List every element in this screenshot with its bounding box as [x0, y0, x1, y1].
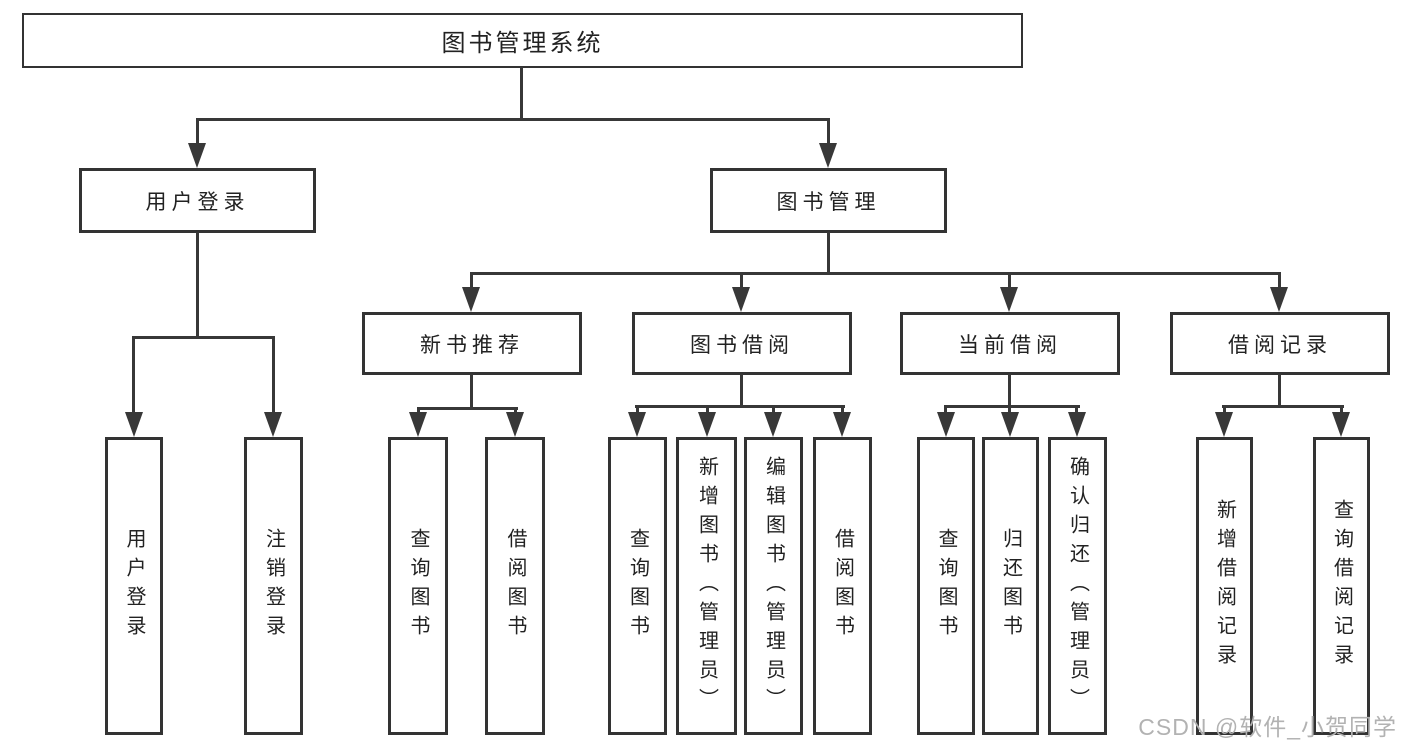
connector-drop-confirm-return — [1075, 405, 1078, 414]
leaf-return-books: 归还图书 — [982, 437, 1039, 735]
arrowhead-leaf-logout — [264, 412, 282, 437]
arrowhead-new-book — [462, 287, 480, 312]
connector-drop-add-record — [1223, 405, 1226, 414]
leaf-user-login: 用户登录 — [105, 437, 163, 735]
connector-drop-add-books — [706, 405, 709, 414]
connector-borrow-records-stem — [1278, 374, 1281, 405]
connector-drop-borrow-books-1 — [514, 407, 517, 415]
connector-drop-user-login — [196, 118, 199, 145]
arrowhead-user-login — [188, 143, 206, 168]
leaf-query-books-recommend: 查询图书 — [388, 437, 448, 735]
leaf-query-books-recommend-label: 查询图书 — [407, 528, 429, 644]
arrowhead-borrow-books-1 — [506, 412, 524, 437]
arrowhead-query-record — [1332, 412, 1350, 437]
leaf-borrow-books-borrowing: 借阅图书 — [813, 437, 872, 735]
node-new-book-recommendation: 新书推荐 — [362, 312, 582, 375]
arrowhead-leaf-user-login — [125, 412, 143, 437]
leaf-edit-books-admin: 编辑图书（管理员） — [744, 437, 803, 735]
connector-drop-book-borrowing — [740, 272, 743, 289]
node-book-borrowing: 图书借阅 — [632, 312, 852, 375]
connector-drop-book-management — [827, 118, 830, 145]
leaf-query-books-borrowing-label: 查询图书 — [626, 528, 649, 644]
connector-drop-new-book — [470, 272, 473, 289]
leaf-borrow-books-recommend-label: 借阅图书 — [504, 528, 526, 644]
arrowhead-return-books — [1001, 412, 1019, 437]
leaf-borrow-books-recommend: 借阅图书 — [485, 437, 545, 735]
connector-new-book-branch — [417, 407, 518, 410]
connector-drop-borrow-records — [1278, 272, 1281, 289]
arrowhead-query-books-2 — [628, 412, 646, 437]
node-library-system: 图书管理系统 — [22, 13, 1023, 68]
arrowhead-add-record — [1215, 412, 1233, 437]
node-current-borrowing: 当前借阅 — [900, 312, 1120, 375]
connector-current-borrowing-stem — [1008, 374, 1011, 407]
connector-drop-query-books-3 — [944, 405, 947, 414]
connector-drop-leaf-logout — [272, 336, 275, 414]
leaf-edit-books-admin-label: 编辑图书（管理员） — [762, 455, 785, 717]
connector-current-borrowing-branch — [944, 405, 1080, 408]
arrowhead-confirm-return — [1068, 412, 1086, 437]
leaf-query-books-current: 查询图书 — [917, 437, 975, 735]
leaf-add-books-admin-label: 新增图书（管理员） — [695, 455, 718, 717]
leaf-confirm-return-admin: 确认归还（管理员） — [1048, 437, 1107, 735]
connector-book-borrowing-stem — [740, 374, 743, 407]
arrowhead-book-management — [819, 143, 837, 168]
connector-drop-borrow-books-2 — [841, 405, 844, 414]
arrowhead-borrow-books-2 — [833, 412, 851, 437]
connector-level2-branch — [196, 118, 830, 121]
watermark: CSDN @软件_小贺同学 — [1138, 714, 1397, 740]
leaf-return-books-label: 归还图书 — [999, 528, 1022, 644]
arrowhead-add-books — [698, 412, 716, 437]
connector-borrow-records-branch — [1222, 405, 1344, 408]
arrowhead-query-books-1 — [409, 412, 427, 437]
connector-root-stem — [520, 67, 523, 118]
connector-drop-query-books-2 — [636, 405, 639, 414]
connector-book-management-stem — [827, 232, 830, 272]
arrowhead-book-borrowing — [732, 287, 750, 312]
node-borrowing-records: 借阅记录 — [1170, 312, 1390, 375]
arrowhead-edit-books — [764, 412, 782, 437]
leaf-query-books-current-label: 查询图书 — [935, 528, 957, 644]
leaf-borrow-books-borrowing-label: 借阅图书 — [831, 528, 854, 644]
leaf-add-borrow-record-label: 新增借阅记录 — [1213, 499, 1236, 673]
arrowhead-current-borrowing — [1000, 287, 1018, 312]
leaf-query-borrow-record-label: 查询借阅记录 — [1330, 499, 1353, 673]
connector-drop-return-books — [1008, 405, 1011, 414]
connector-user-login-branch — [132, 336, 275, 339]
leaf-confirm-return-admin-label: 确认归还（管理员） — [1066, 455, 1089, 717]
leaf-query-borrow-record: 查询借阅记录 — [1313, 437, 1370, 735]
leaf-logout-label: 注销登录 — [262, 528, 285, 644]
leaf-add-books-admin: 新增图书（管理员） — [676, 437, 737, 735]
connector-level3-branch — [470, 272, 1281, 275]
connector-drop-edit-books — [772, 405, 775, 414]
connector-drop-query-books-1 — [417, 407, 420, 415]
connector-new-book-stem — [470, 374, 473, 408]
node-user-login: 用户登录 — [79, 168, 316, 233]
node-book-management: 图书管理 — [710, 168, 947, 233]
arrowhead-query-books-3 — [937, 412, 955, 437]
leaf-add-borrow-record: 新增借阅记录 — [1196, 437, 1253, 735]
connector-drop-query-record — [1340, 405, 1343, 414]
arrowhead-borrow-records — [1270, 287, 1288, 312]
leaf-logout: 注销登录 — [244, 437, 303, 735]
connector-drop-current-borrowing — [1008, 272, 1011, 289]
connector-user-login-stem — [196, 232, 199, 336]
connector-drop-leaf-user-login — [132, 336, 135, 414]
leaf-query-books-borrowing: 查询图书 — [608, 437, 667, 735]
connector-book-borrowing-branch — [635, 405, 845, 408]
leaf-user-login-label: 用户登录 — [123, 528, 145, 644]
